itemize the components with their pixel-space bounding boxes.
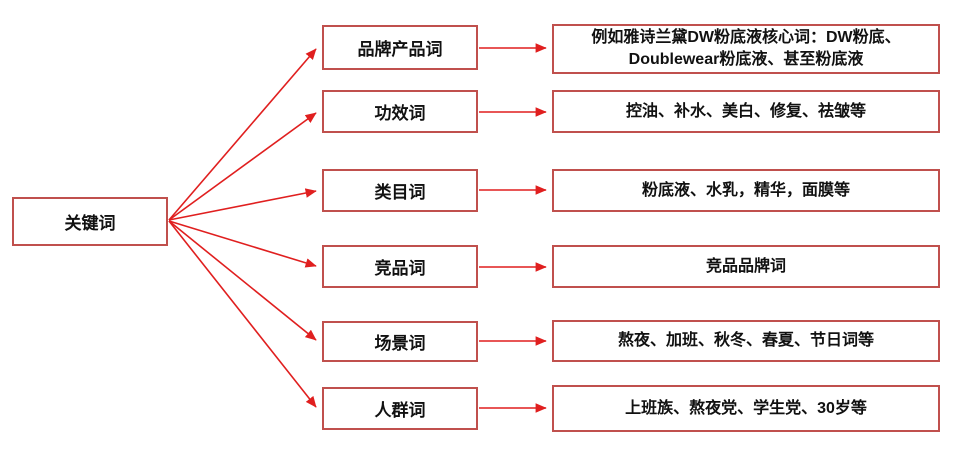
examples-node-audience: 上班族、熬夜党、学生党、30岁等 (552, 385, 940, 432)
root-node-keywords: 关键词 (12, 197, 168, 246)
examples-text: 例如雅诗兰黛DW粉底液核心词：DW粉底、 Doublewear粉底液、甚至粉底液 (591, 29, 901, 68)
examples-node-scenario: 熬夜、加班、秋冬、春夏、节日词等 (552, 320, 940, 362)
examples-node-brand-product: 例如雅诗兰黛DW粉底液核心词：DW粉底、 Doublewear粉底液、甚至粉底液 (552, 24, 940, 74)
category-node-efficacy: 功效词 (322, 90, 478, 133)
category-label: 品牌产品词 (357, 40, 443, 59)
examples-text: 竞品品牌词 (705, 257, 786, 275)
examples-text: 控油、补水、美白、修复、祛皱等 (625, 102, 866, 120)
category-node-brand-product: 品牌产品词 (322, 25, 478, 70)
root-node-label: 关键词 (64, 214, 116, 233)
category-node-competitor: 竞品词 (322, 245, 478, 288)
category-label: 场景词 (374, 334, 426, 353)
category-node-category-words: 类目词 (322, 169, 478, 212)
category-node-scenario: 场景词 (322, 321, 478, 362)
examples-node-category-words: 粉底液、水乳，精华，面膜等 (552, 169, 940, 212)
examples-node-efficacy: 控油、补水、美白、修复、祛皱等 (552, 90, 940, 133)
category-label: 人群词 (374, 401, 426, 420)
examples-text: 熬夜、加班、秋冬、春夏、节日词等 (617, 332, 874, 349)
category-label: 竞品词 (374, 259, 426, 278)
examples-node-competitor: 竞品品牌词 (552, 245, 940, 288)
category-label: 功效词 (374, 104, 426, 123)
examples-text: 粉底液、水乳，精华，面膜等 (641, 181, 850, 199)
category-node-audience: 人群词 (322, 387, 478, 430)
examples-text: 上班族、熬夜党、学生党、30岁等 (625, 399, 867, 417)
category-label: 类目词 (374, 183, 426, 202)
